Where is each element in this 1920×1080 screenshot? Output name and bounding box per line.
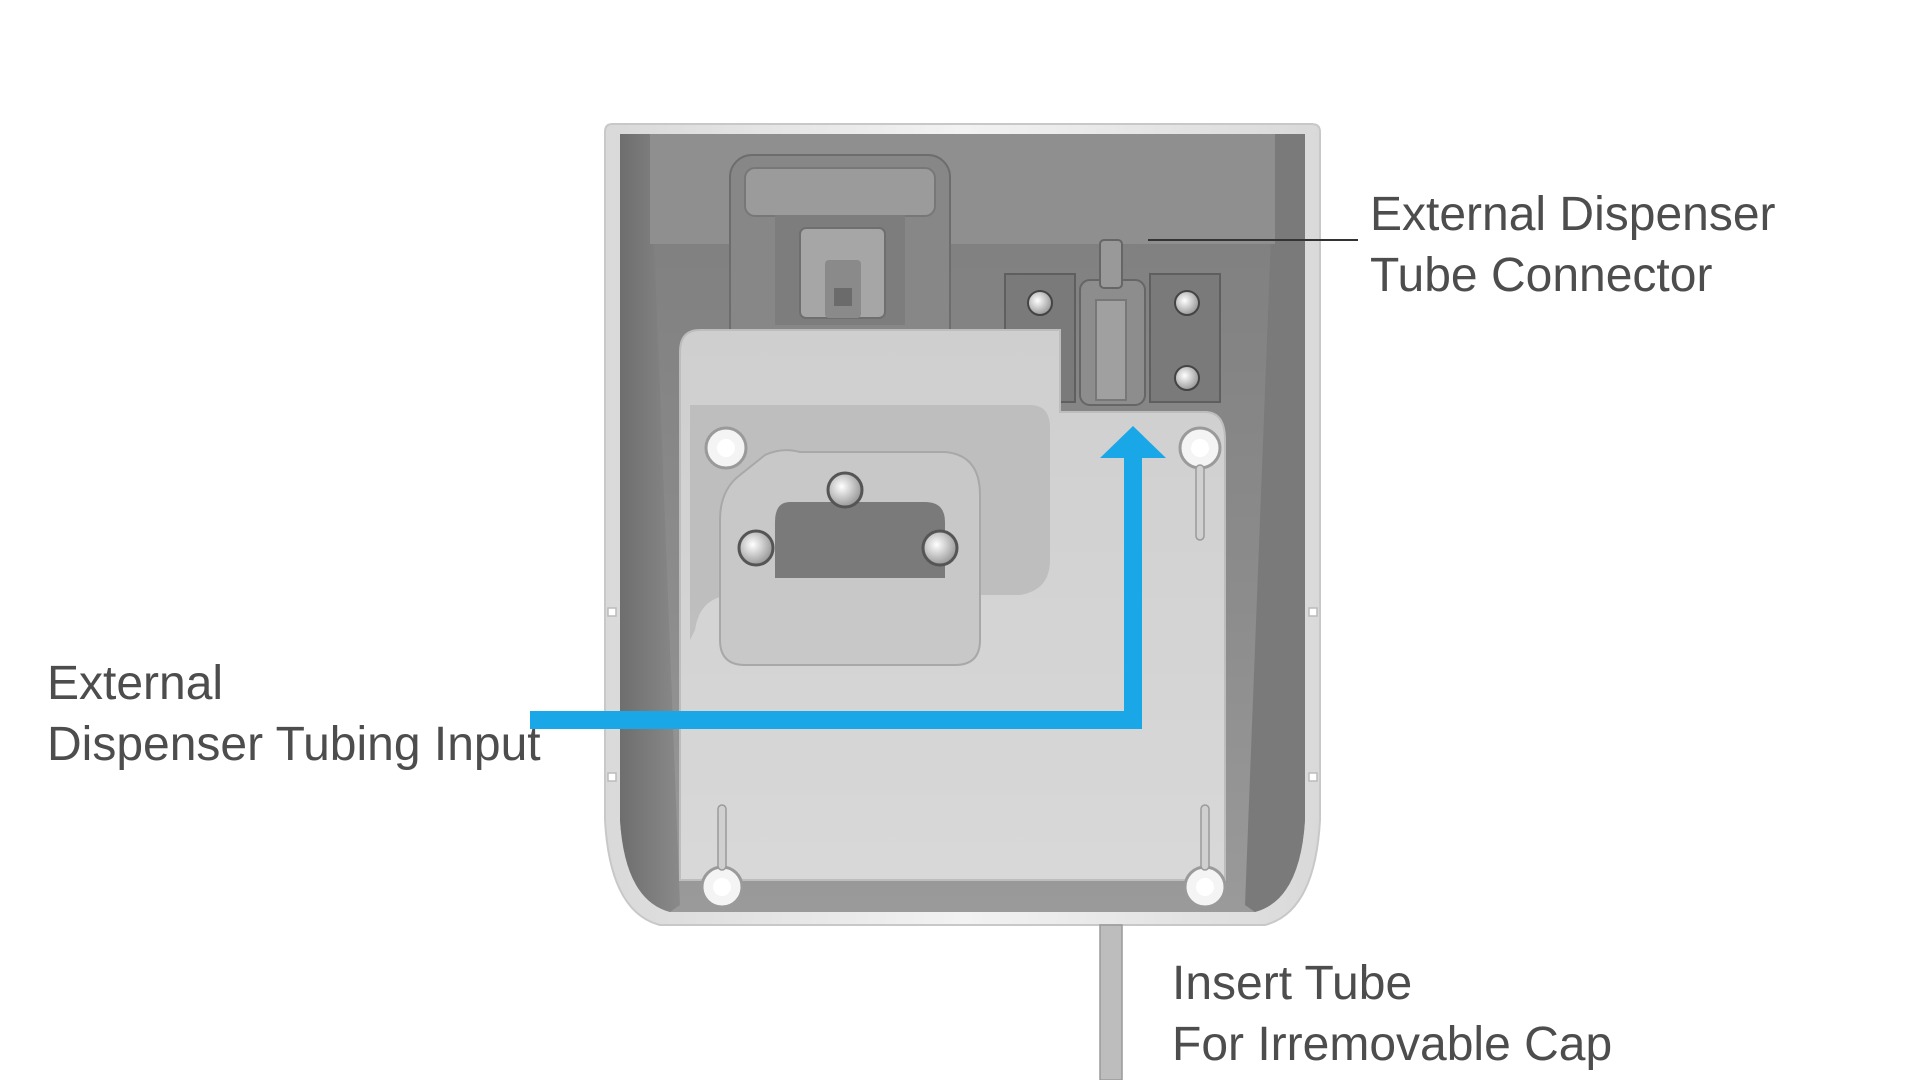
mounting-holes xyxy=(700,426,1227,909)
side-notches xyxy=(607,607,1318,782)
external-dispenser-tubing-input-label: External Dispenser Tubing Input xyxy=(47,653,541,775)
arrow-shaft xyxy=(530,452,1142,729)
input-label-line2: Dispenser Tubing Input xyxy=(47,718,541,771)
latch-mechanism xyxy=(729,154,951,376)
connector-label-line2: Tube Connector xyxy=(1370,249,1713,302)
insert-label-line1: Insert Tube xyxy=(1172,957,1413,1010)
connector-label-line1: External Dispenser xyxy=(1370,188,1776,241)
power-socket xyxy=(719,449,981,666)
input-label-line1: External xyxy=(47,657,224,710)
insert-label-line2: For Irremovable Cap xyxy=(1172,1018,1613,1071)
external-dispenser-tube-connector-label: External Dispenser Tube Connector xyxy=(1370,184,1776,306)
insert-tube-label: Insert Tube For Irremovable Cap xyxy=(1172,953,1612,1075)
tubing-flow-arrow xyxy=(530,426,1166,729)
arrow-head xyxy=(1100,426,1166,458)
insert-tube xyxy=(1099,924,1123,1080)
